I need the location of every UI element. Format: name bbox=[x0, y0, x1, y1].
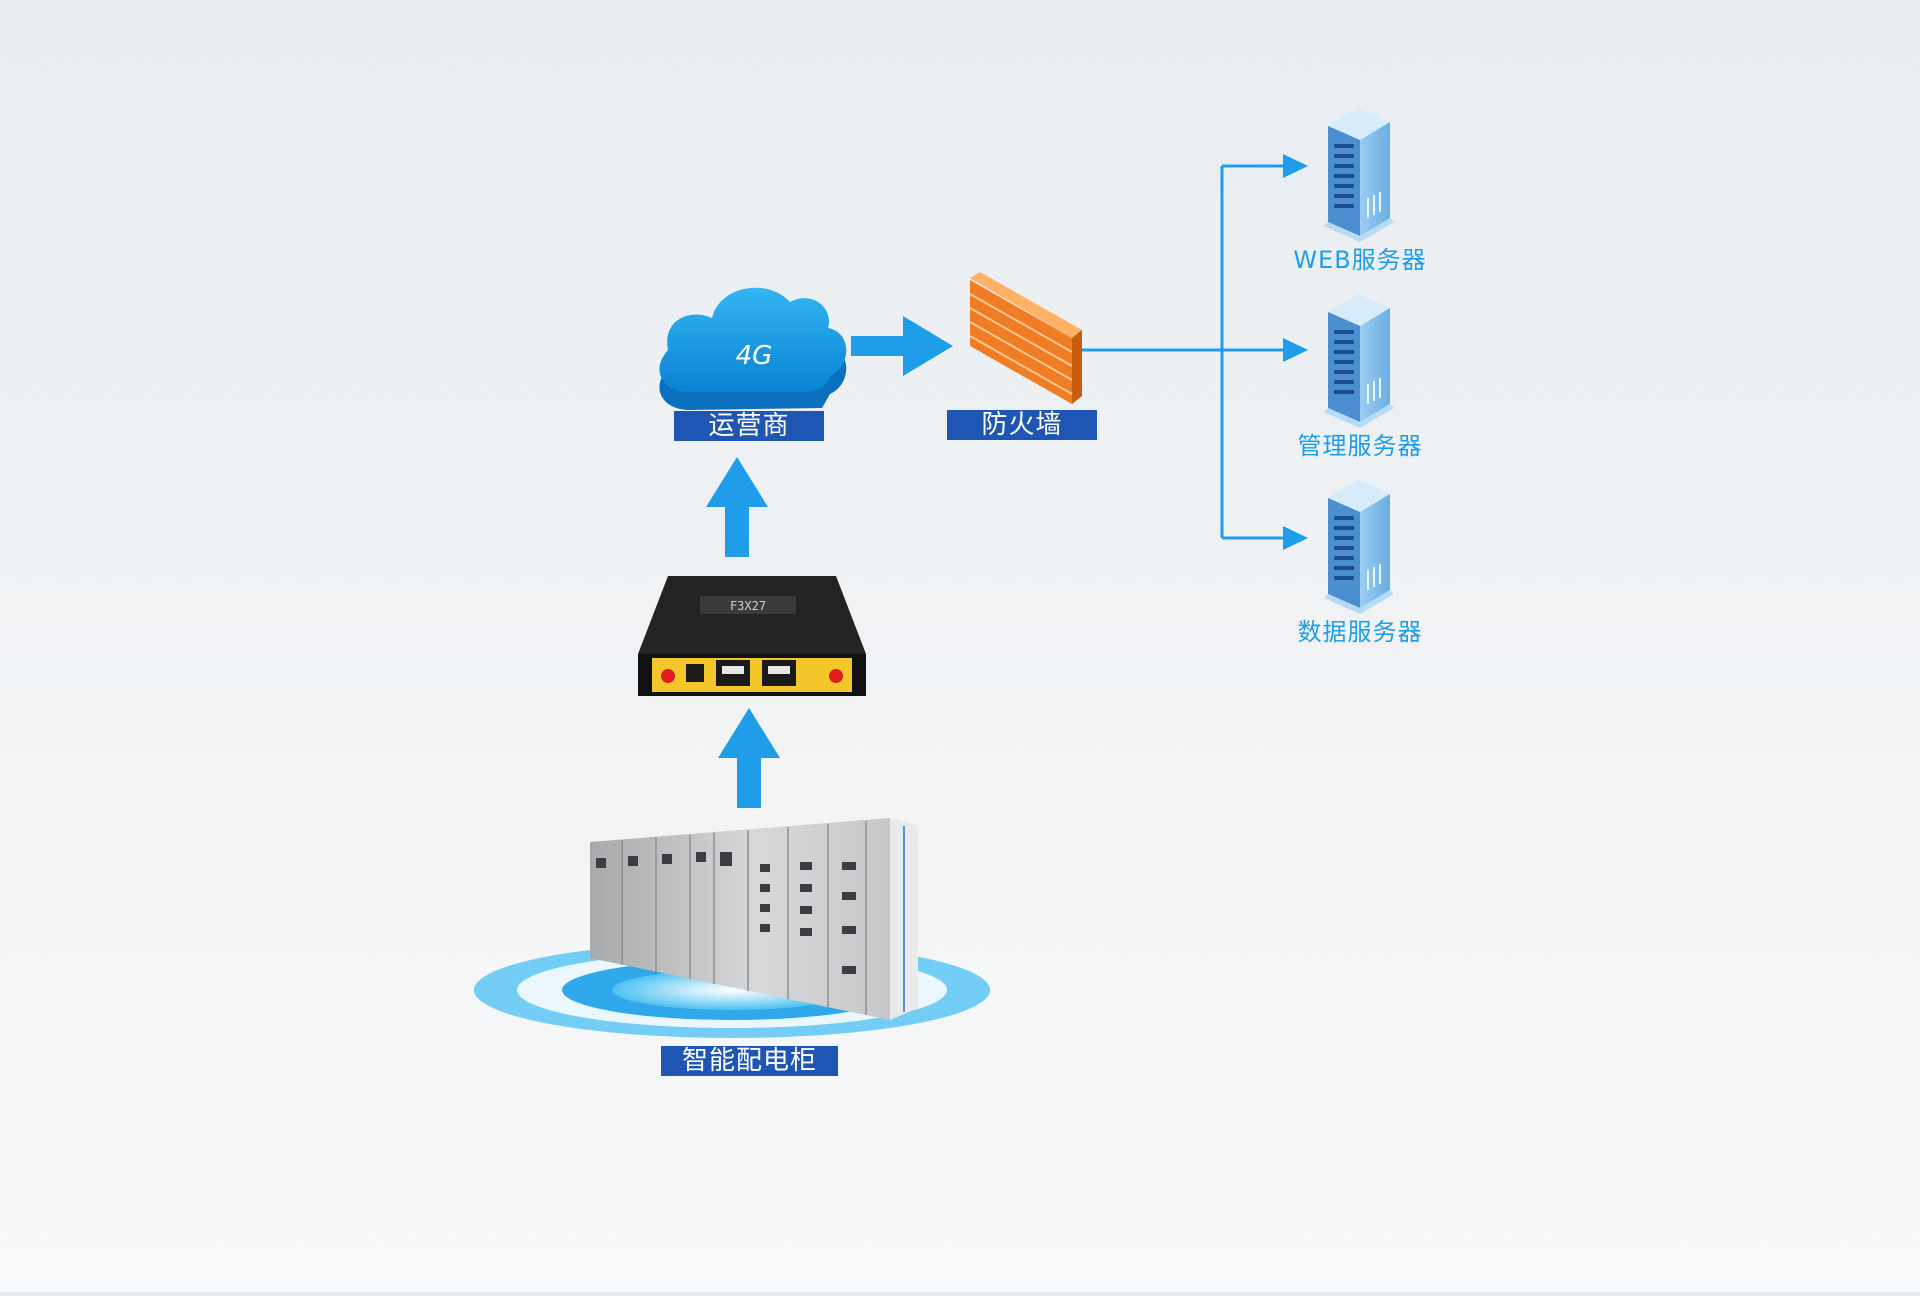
server-icon bbox=[1324, 108, 1394, 242]
cabinet-label: 智能配电柜 bbox=[661, 1046, 838, 1076]
server-label-data: 数据服务器 bbox=[1297, 618, 1423, 646]
carrier-label: 运营商 bbox=[674, 411, 824, 441]
router-model: F3X27 bbox=[730, 599, 766, 613]
cloud-icon: 4G bbox=[659, 287, 847, 410]
server-icon bbox=[1324, 480, 1394, 614]
server-connectors bbox=[1072, 164, 1295, 540]
cabinet-icon bbox=[590, 818, 918, 1020]
arrow-icon bbox=[718, 708, 780, 808]
server-label-management: 管理服务器 bbox=[1297, 432, 1423, 460]
arrow-icon bbox=[1283, 154, 1308, 178]
connector-arrowheads bbox=[1283, 154, 1308, 550]
arrow-icon bbox=[706, 457, 768, 557]
firewall-label: 防火墙 bbox=[947, 410, 1097, 440]
router-icon: F3X27 bbox=[638, 576, 866, 696]
arrow-icon bbox=[1283, 526, 1308, 550]
flow-arrows bbox=[706, 316, 953, 808]
server-label-web: WEB服务器 bbox=[1293, 246, 1427, 274]
arrow-icon bbox=[1283, 338, 1308, 362]
server-icon bbox=[1324, 294, 1394, 428]
arrow-icon bbox=[851, 316, 953, 376]
firewall-icon bbox=[969, 272, 1082, 404]
cloud-text: 4G bbox=[736, 341, 773, 371]
